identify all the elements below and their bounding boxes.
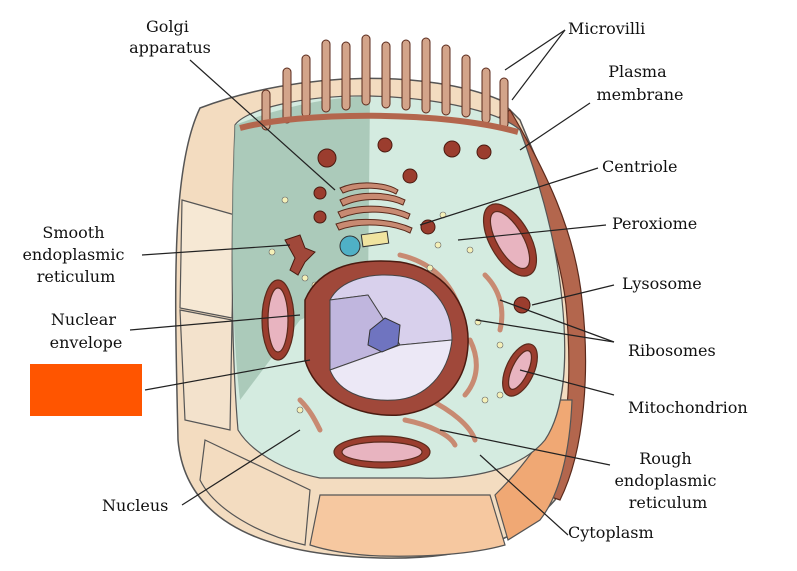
cytoplasm-label: Cytoplasm — [568, 523, 654, 542]
microvilli-label: Microvilli — [568, 19, 645, 38]
smooth-er-label: Smooth endoplasmic reticulum — [22, 223, 129, 286]
leader-lines — [129, 29, 615, 536]
mitochondrion-label: Mitochondrion — [628, 398, 748, 417]
nucleus-label: Nucleus — [102, 496, 168, 515]
nucleus-shape — [304, 260, 469, 416]
redaction-box — [30, 364, 142, 416]
rough-er-label: Rough endoplasmic reticulum — [614, 449, 721, 512]
centriole-shape — [339, 230, 390, 257]
labels: Golgi apparatus Microvilli Plasma membra… — [22, 17, 747, 542]
organelles — [261, 137, 538, 469]
lysosome-label: Lysosome — [622, 274, 702, 293]
golgi-label: Golgi apparatus — [129, 17, 211, 57]
peroxiome-label: Peroxiome — [612, 214, 697, 233]
centriole-label: Centriole — [602, 157, 677, 176]
nuclear-envelope-label: Nuclear envelope — [50, 310, 123, 352]
ribosomes-label: Ribosomes — [628, 341, 716, 360]
plasma-membrane-label: Plasma membrane — [596, 62, 683, 104]
